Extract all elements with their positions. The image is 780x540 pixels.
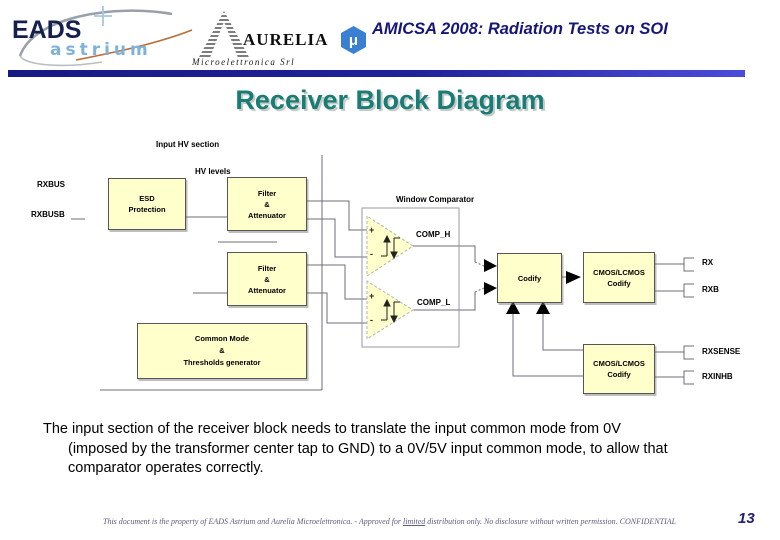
label-rxbus: RXBUS <box>37 180 66 189</box>
label-hv-levels: HV levels <box>195 167 231 176</box>
arrow-codify-to-cmos <box>566 271 581 284</box>
block-label: Attenuator <box>248 210 286 220</box>
block-label: & <box>264 274 270 284</box>
comparator-plus-sign: + <box>369 225 375 235</box>
block-common-mode: Common Mode & Thresholds generator <box>137 323 307 379</box>
footer-text-pre: This document is the property of EADS As… <box>103 517 404 526</box>
comparator-minus-sign: - <box>370 315 373 325</box>
block-label: Attenuator <box>248 285 286 295</box>
footer-text-post: distribution only. No disclosure without… <box>425 517 677 526</box>
body-paragraph: The input section of the receiver block … <box>43 420 753 479</box>
eads-logo-text: EADS <box>12 16 82 44</box>
block-label: ESD <box>139 194 155 203</box>
block-cmos-lcmos-codify-bottom: CMOS/LCMOS Codify <box>583 344 655 394</box>
block-label: Protection <box>128 205 166 214</box>
page-title: Receiver Block Diagram <box>235 85 545 115</box>
label-comp-l: COMP_L <box>417 298 451 307</box>
aurelia-subtitle: Microelettronica Srl <box>192 57 296 67</box>
page-number: 13 <box>738 510 755 527</box>
label-rxsense: RXSENSE <box>702 347 741 356</box>
body-line: The input section of the receiver block … <box>43 421 621 437</box>
label-input-hv-section: Input HV section <box>156 140 220 149</box>
comparator-plus-sign: + <box>369 291 375 301</box>
comparator-low-triangle <box>366 280 414 340</box>
rx-pad-icon <box>683 257 694 272</box>
aurelia-logo-text: AURELIA <box>243 30 329 49</box>
arrow-into-codify-top <box>484 259 497 272</box>
label-comp-h: COMP_H <box>416 230 451 239</box>
block-label: Codify <box>517 273 542 283</box>
block-filter-attenuator-top: Filter & Attenuator <box>227 177 307 231</box>
block-codify: Codify <box>497 253 562 303</box>
block-label: Filter <box>257 263 277 273</box>
body-line: comparator operates correctly. <box>68 460 264 476</box>
rxinhb-pad-icon <box>683 370 694 385</box>
footer-disclaimer: This document is the property of EADS As… <box>103 517 703 526</box>
label-rxinhb: RXINHB <box>702 372 733 381</box>
block-label: Codify <box>607 370 631 379</box>
body-line: (imposed by the transformer center tap t… <box>68 440 668 457</box>
window-comparator-frame <box>361 207 460 348</box>
block-label: & <box>264 199 270 209</box>
block-filter-attenuator-bottom: Filter & Attenuator <box>227 252 307 306</box>
arrow-into-codify-bottom <box>484 282 497 295</box>
header-title: AMICSA 2008: Radiation Tests on SOI <box>372 20 668 38</box>
label-window-comparator: Window Comparator <box>396 195 475 204</box>
block-label: CMOS/LCMOS <box>593 267 645 277</box>
astrium-logo-text: astrium <box>50 40 152 60</box>
block-label: & <box>219 346 225 355</box>
comparator-minus-sign: - <box>370 249 373 259</box>
block-label: Codify <box>607 278 631 288</box>
arrow-up-right <box>536 301 550 314</box>
label-rx: RX <box>702 258 714 267</box>
signal-arrows <box>484 259 581 314</box>
block-esd-protection: ESD Protection <box>108 178 186 230</box>
arrow-up-left <box>506 301 520 314</box>
block-label: CMOS/LCMOS <box>593 359 645 368</box>
header-divider-bar <box>8 70 745 77</box>
block-label: Filter <box>257 188 277 198</box>
label-rxbusb: RXBUSB <box>31 210 65 219</box>
block-cmos-lcmos-codify-top: CMOS/LCMOS Codify <box>583 252 655 303</box>
mu-symbol: μ <box>348 31 359 49</box>
wire-group <box>71 155 694 391</box>
hysteresis-icon <box>381 234 400 324</box>
block-label: Common Mode <box>194 334 250 343</box>
eads-astrium-swoosh-icon <box>18 6 193 67</box>
comparator-high-triangle <box>366 215 414 277</box>
rxsense-pad-icon <box>683 345 694 360</box>
footer-underlined-word: limited <box>403 517 426 526</box>
rxb-pad-icon <box>683 283 694 298</box>
block-label: Thresholds generator <box>183 358 261 367</box>
label-rxb: RXB <box>702 285 719 294</box>
